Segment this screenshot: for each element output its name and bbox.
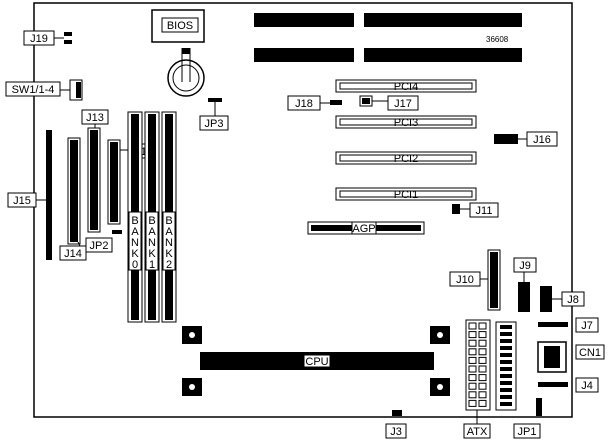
j8-connector (540, 286, 552, 312)
atx-pin (478, 391, 487, 399)
isa-slot (364, 48, 522, 62)
atx-pin (478, 365, 487, 373)
atx-pin (468, 391, 477, 399)
atx-pin (468, 356, 477, 364)
atx-pin (468, 374, 477, 382)
pci-slots: PCI4 PCI3 PCI2 PCI1 (335, 79, 477, 201)
j19-jumper: J19 (23, 30, 72, 46)
j19-label: J19 (30, 33, 48, 45)
j8-label: J8 (567, 294, 579, 306)
jp2-label: JP2 (90, 240, 109, 252)
j17-label: J17 (394, 98, 412, 110)
bank-letter: N (131, 237, 139, 249)
header-pin (500, 402, 512, 406)
agp-label: AGP (352, 223, 375, 235)
bios-label: BIOS (167, 20, 193, 32)
j9-label: J9 (519, 260, 531, 272)
cpu-label: CPU (305, 356, 328, 368)
bank-letter: A (131, 226, 139, 238)
j4-connector (538, 382, 568, 387)
j3-label: J3 (390, 426, 402, 438)
j10-label: J10 (456, 274, 474, 286)
sw1-switch: SW1/1-4 (5, 79, 83, 101)
bank-letter: K (148, 248, 156, 260)
header-pin (500, 353, 512, 357)
header-pin (500, 388, 512, 392)
bank-letter: K (131, 248, 139, 260)
bank-letter: K (165, 248, 173, 260)
bank-letter: B (148, 215, 155, 227)
atx-pin (478, 356, 487, 364)
isa-slot (254, 13, 354, 27)
j16-connector (494, 134, 518, 144)
jp3-jumper: JP3 (199, 98, 229, 131)
atx-pin (478, 382, 487, 390)
board-code: 36608 (486, 35, 509, 44)
bank-letter: A (148, 226, 156, 238)
battery (167, 48, 205, 97)
j15-connector (46, 130, 52, 260)
bank-letter: B (165, 215, 172, 227)
header-pin (500, 339, 512, 343)
bank-letter: 0 (132, 259, 138, 271)
cn1-label: CN1 (579, 347, 601, 359)
atx-pin (468, 399, 477, 407)
atx-pin (468, 382, 477, 390)
atx-pin (478, 331, 487, 339)
cpu-slot: CPU (182, 326, 450, 396)
bank-letter: B (131, 215, 138, 227)
bank-letter: 2 (166, 259, 172, 271)
atx-pin (478, 348, 487, 356)
pci1-label: PCI1 (394, 189, 418, 201)
jp3-label: JP3 (205, 118, 224, 130)
header-pin (500, 367, 512, 371)
header-pin (500, 325, 512, 329)
pci2-label: PCI2 (394, 153, 418, 165)
header-pin (500, 381, 512, 385)
j7-connector (538, 322, 568, 327)
j14-label: J14 (64, 248, 82, 260)
header-pin (500, 374, 512, 378)
j18-label: J18 (295, 98, 313, 110)
atx-pin (468, 365, 477, 373)
atx-pin (468, 331, 477, 339)
header-pin (500, 360, 512, 364)
bank-letter: N (165, 237, 173, 249)
jp1-label: JP1 (518, 426, 537, 438)
atx-pin (468, 322, 477, 330)
j7-label: J7 (581, 320, 593, 332)
j13-label: J13 (86, 112, 104, 124)
isa-slot (364, 13, 522, 27)
atx-pin (478, 399, 487, 407)
header-pin (500, 332, 512, 336)
isa-slots (254, 13, 522, 62)
j15-label: J15 (13, 195, 31, 207)
header-pin (500, 346, 512, 350)
pci4-label: PCI4 (394, 81, 418, 93)
isa-slot (254, 48, 354, 62)
j4-label: J4 (581, 380, 593, 392)
bank-letter: N (148, 237, 156, 249)
bank-letter: 1 (149, 259, 155, 271)
bios-chip: BIOS (151, 9, 205, 43)
atx-label: ATX (467, 426, 488, 438)
atx-pin (468, 348, 477, 356)
atx-pin (468, 339, 477, 347)
bank-letter: A (165, 226, 173, 238)
sw1-label: SW1/1-4 (12, 84, 55, 96)
header-pin (500, 395, 512, 399)
j9-connector (518, 282, 530, 312)
atx-pin (478, 339, 487, 347)
atx-pin (478, 374, 487, 382)
j16-label: J16 (533, 134, 551, 146)
j11-label: J11 (476, 205, 493, 217)
atx-pin (478, 322, 487, 330)
pci3-label: PCI3 (394, 117, 418, 129)
